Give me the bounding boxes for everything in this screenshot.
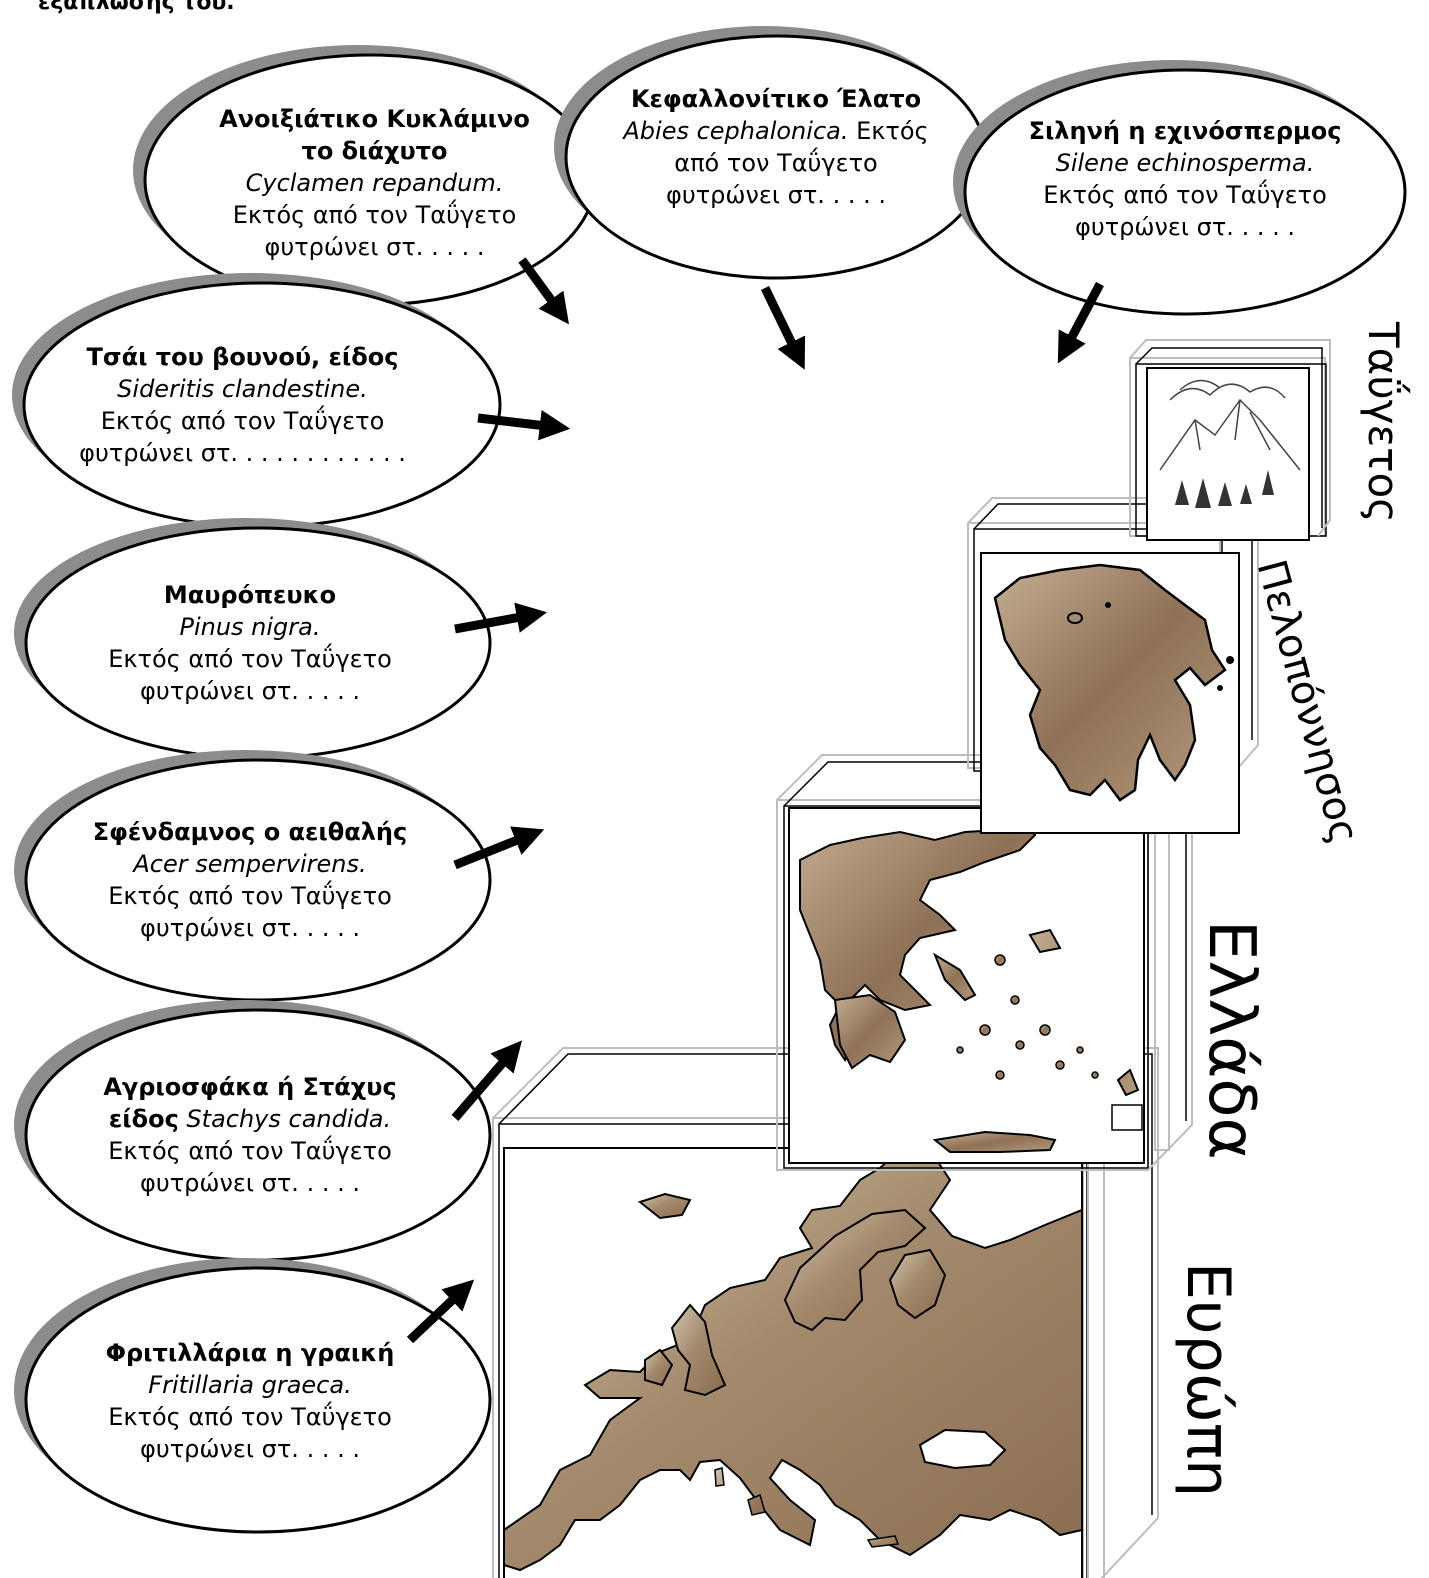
latin-name: Fritillaria graeca. — [148, 1370, 352, 1399]
peloponnese-small — [833, 993, 907, 1070]
text-line-2: φυτρώνει στ. . . . . — [140, 1434, 360, 1463]
common-name: Κεφαλλονίτικο Έλατο — [630, 84, 922, 113]
latin-name: Acer sempervirens. — [133, 850, 367, 878]
bubble-fritillaria: Φριτιλλάρια η γραική Fritillaria graeca.… — [20, 1268, 490, 1533]
bubble-acer: Σφένδαμνος ο αειθαλής Acer sempervirens.… — [20, 760, 490, 1000]
label-taygetos: Ταΰγετος — [1359, 322, 1408, 523]
text-line-2: φυτρώνει στ. . . . . — [140, 1169, 360, 1197]
arrow-stachys — [451, 1040, 523, 1121]
common-name: Ανοιξιάτικο Κυκλάμινο — [219, 104, 530, 133]
bubble-pinus: Μαυρόπευκο Pinus nigra. Εκτός από τον Τα… — [20, 528, 490, 758]
finland — [888, 1248, 947, 1320]
aegean-islands — [956, 954, 1099, 1080]
black-sea — [918, 1428, 1007, 1470]
text-line-2: φυτρώνει στ. . . . . — [264, 232, 485, 261]
text-line-2: φυτρώνει στ. . . . . — [140, 914, 360, 942]
sicily-sardinia — [714, 1467, 766, 1516]
text-line-2: φυτρώνει στ. . . . . — [140, 677, 360, 705]
tree-sketches — [1175, 470, 1274, 508]
common-name: Μαυρόπευκο — [163, 581, 337, 609]
text-line-1: Εκτός από τον Ταΰγετο — [100, 406, 385, 435]
bubble-shape-fritillaria — [24, 1266, 492, 1534]
latin-name: Silene echinosperma. — [1055, 148, 1315, 177]
text-line-1: Εκτός από τον Ταΰγετο — [1043, 180, 1327, 209]
label-europe: Ευρώπη — [1173, 1262, 1243, 1498]
bubble-stachys: Αγριοσφάκα ή Στάχυς είδος Stachys candid… — [20, 1010, 490, 1260]
text-line-1: Εκτός από τον Ταΰγετο — [108, 882, 392, 910]
arrow-sideritis — [477, 410, 571, 441]
text-line-2: φυτρώνει στ. . . . . . . . . . . . — [79, 438, 406, 467]
common-name: Σιληνή η εχινόσπερμος — [1028, 116, 1342, 145]
text-line-1: από τον Ταΰγετο — [674, 148, 878, 177]
taygetos-picture-box — [1129, 339, 1331, 541]
latin-name: Abies cephalonica. — [623, 116, 849, 145]
latin-name: Pinus nigra. — [179, 613, 321, 641]
header-text: εξάπλωσής του. — [38, 0, 235, 15]
ireland — [644, 1348, 674, 1387]
text-inline: Εκτός — [848, 116, 929, 145]
arrow-silene — [1057, 281, 1104, 364]
lesbos-rhodes — [1028, 928, 1140, 1097]
bubble-cyclamen: Ανοιξιάτικο Κυκλάμινο το διάχυτο Cyclame… — [152, 55, 597, 310]
latin-name: Stachys candida. — [178, 1105, 392, 1133]
common-name-cont: το διάχυτο — [301, 136, 448, 165]
bubble-abies: Κεφαλλονίτικο Έλατο Abies cephalonica. Ε… — [566, 38, 986, 283]
great-britain — [670, 1303, 727, 1397]
common-name: Φριτιλλάρια η γραική — [105, 1338, 395, 1367]
crete — [932, 1130, 1057, 1153]
arrows — [406, 257, 1104, 1344]
europe-map-box — [492, 1047, 1159, 1578]
text-line-1: Εκτός από τον Ταΰγετο — [108, 1137, 392, 1165]
bubble-shape-silene — [963, 68, 1407, 316]
bubble-shape-acer — [24, 758, 492, 1002]
label-greece: Ελλάδα — [1194, 920, 1268, 1160]
latin-name: Cyclamen repandum. — [245, 168, 504, 197]
common-name: Αγριοσφάκα ή Στάχυς — [103, 1073, 397, 1101]
iceland — [637, 1192, 692, 1220]
euboea — [932, 952, 977, 1002]
common-name: Σφένδαμνος ο αειθαλής — [92, 818, 408, 846]
arrow-pinus — [454, 602, 548, 634]
arrow-fritillaria — [406, 1279, 475, 1344]
text-line-1: Εκτός από τον Ταΰγετο — [108, 645, 392, 673]
text-line-1: Εκτός από τον Ταΰγετο — [232, 200, 517, 229]
arrow-abies — [760, 286, 806, 370]
crete-aegean — [866, 1535, 900, 1548]
common-name: Τσάι του βουνού, είδος — [86, 342, 399, 371]
peloponnese-map — [993, 563, 1227, 802]
arrow-cyclamen — [518, 257, 570, 325]
greece-map-box — [776, 754, 1193, 1171]
bubble-silene: Σιληνή η εχινόσπερμος Silene echinosperm… — [965, 70, 1405, 315]
peloponnese-map-box — [967, 497, 1259, 834]
latin-name: Sideritis clandestine. — [117, 374, 368, 403]
scandinavia — [783, 1208, 927, 1332]
text-line-2: φυτρώνει στ. . . . . — [666, 180, 886, 209]
common-name-cont: είδος — [108, 1105, 179, 1133]
text-line-1: Εκτός από τον Ταΰγετο — [108, 1402, 392, 1431]
bubble-sideritis: Τσάι του βουνού, είδος Sideritis clandes… — [20, 282, 500, 527]
text-line-2: φυτρώνει στ. . . . . — [1075, 212, 1295, 241]
arrow-acer — [453, 826, 545, 870]
mountain-sketch — [1159, 379, 1301, 471]
